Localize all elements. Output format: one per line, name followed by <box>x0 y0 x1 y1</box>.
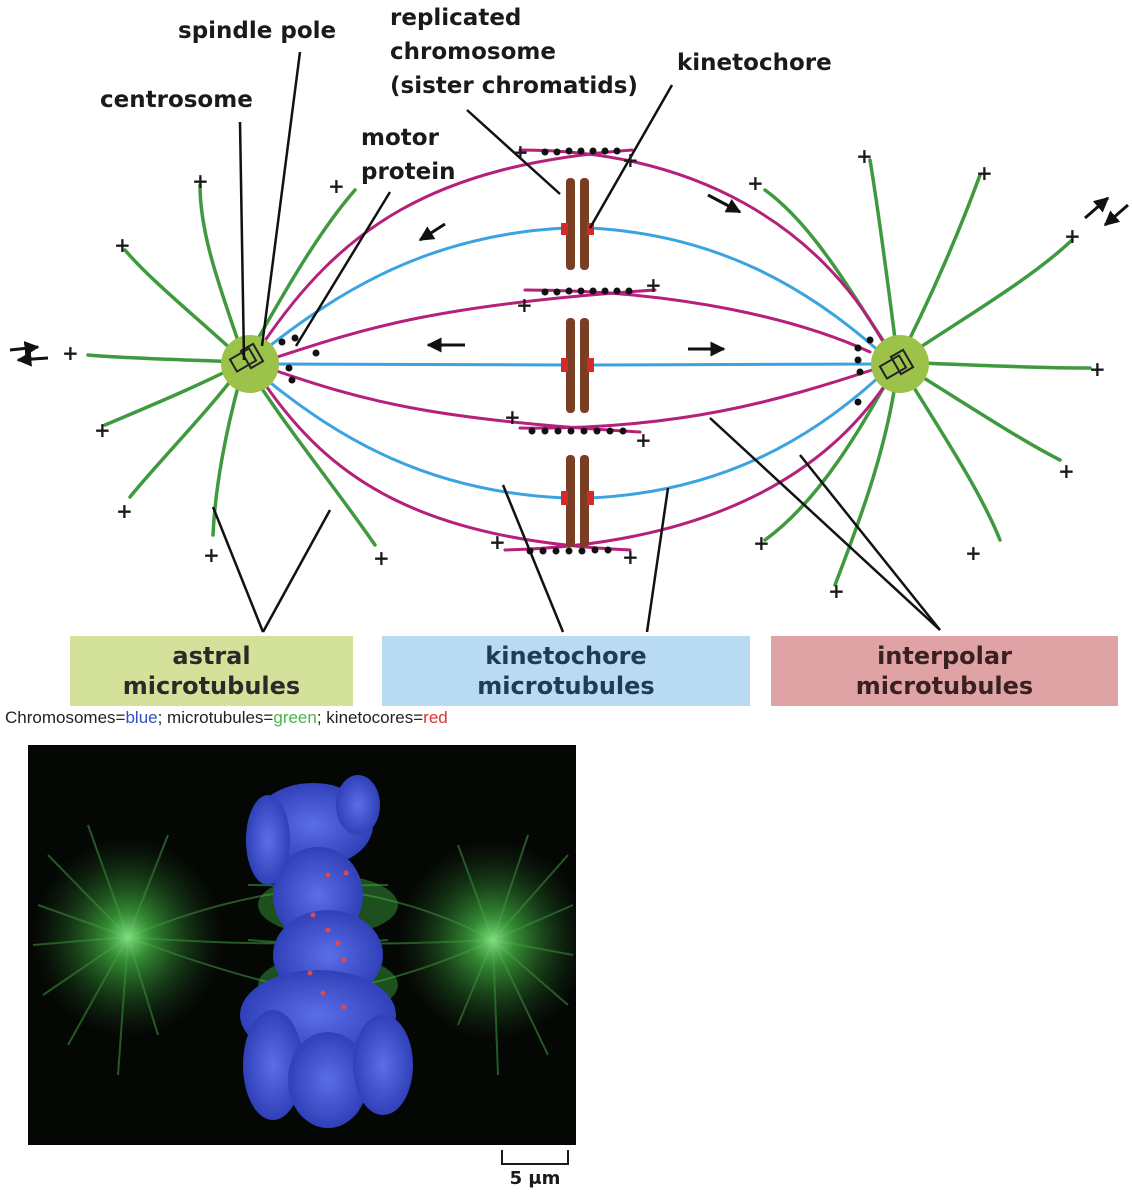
plus-sign: + <box>622 545 639 569</box>
label-kinetochore: kinetochore <box>677 50 832 76</box>
micrograph-aster-left <box>33 837 223 1037</box>
mitotic-spindle-diagram: + + + + + + + + + + + + + + + + + + + + … <box>9 5 1129 633</box>
kinetochore-box-line1: kinetochore <box>485 642 647 670</box>
plus-sign: + <box>192 169 209 193</box>
plus-sign: + <box>516 293 533 317</box>
label-motor-protein-line2: protein <box>361 159 455 185</box>
plus-sign: + <box>976 161 993 185</box>
plus-sign: + <box>114 233 131 257</box>
chromosome-middle <box>561 318 594 413</box>
label-replicated-chromosome-line2: chromosome <box>390 39 556 65</box>
micrograph-color-legend: Chromosomes=blue; microtubules=green; ki… <box>5 708 448 728</box>
scale-bar-label: 5 μm <box>509 1168 561 1189</box>
micrograph-kinetochores <box>307 870 349 1010</box>
label-centrosome: centrosome <box>100 87 253 113</box>
label-replicated-chromosome-line1: replicated <box>390 5 521 31</box>
plus-sign: + <box>328 174 345 198</box>
motor-proteins <box>278 147 874 555</box>
scale-bar <box>501 1150 569 1165</box>
chromosome-top <box>561 178 594 270</box>
interpolar-box-line2: microtubules <box>855 672 1034 700</box>
fluorescence-micrograph <box>28 745 576 1145</box>
centrosome-left <box>221 335 279 393</box>
plus-sign: + <box>856 144 873 168</box>
plus-sign: + <box>1089 357 1106 381</box>
plus-sign: + <box>828 579 845 603</box>
interpolar-box-line1: interpolar <box>877 642 1012 670</box>
astral-box-line2: microtubules <box>122 672 301 700</box>
legend-microtubules: ; microtubules= <box>157 708 274 727</box>
micrograph-chromosomes <box>240 775 413 1128</box>
centrosome-right <box>871 335 929 393</box>
plus-sign: + <box>1058 459 1075 483</box>
plus-sign: + <box>489 530 506 554</box>
legend-kinetocores-color: red <box>423 708 448 727</box>
legend-microtubules-color: green <box>273 708 317 727</box>
astral-box-line1: astral <box>172 642 251 670</box>
plus-sign: + <box>622 148 639 172</box>
kinetochore-microtubules-box: kinetochore microtubules <box>382 636 750 706</box>
plus-sign: + <box>965 541 982 565</box>
legend-chromosomes: Chromosomes= <box>5 708 126 727</box>
plus-sign: + <box>504 405 521 429</box>
plus-end-markers: + + + + + + + + + + + + + + + + + + + + … <box>62 140 1106 603</box>
plus-sign: + <box>1064 224 1081 248</box>
kinetochore-box-line2: microtubules <box>477 672 655 700</box>
plus-sign: + <box>203 543 220 567</box>
astral-microtubules-box: astral microtubules <box>70 636 353 706</box>
plus-sign: + <box>116 499 133 523</box>
direction-arrows <box>9 193 1129 367</box>
legend-chromosomes-color: blue <box>125 708 158 727</box>
plus-sign: + <box>512 140 529 164</box>
leader-lines <box>211 51 941 633</box>
chromosome-bottom <box>561 455 594 547</box>
interpolar-microtubules-box: interpolar microtubules <box>771 636 1118 706</box>
label-motor-protein-line1: motor <box>361 125 440 151</box>
micrograph-aster-right <box>398 840 576 1040</box>
label-spindle-pole: spindle pole <box>178 18 336 44</box>
plus-sign: + <box>373 546 390 570</box>
plus-sign: + <box>747 171 764 195</box>
kinetochore-microtubules <box>260 226 882 500</box>
plus-sign: + <box>94 418 111 442</box>
label-replicated-chromosome-line3: (sister chromatids) <box>390 73 638 99</box>
plus-sign: + <box>645 273 662 297</box>
plus-sign: + <box>635 428 652 452</box>
legend-kinetocores: ; kinetocores= <box>316 708 424 727</box>
plus-sign: + <box>753 531 770 555</box>
plus-sign: + <box>62 341 79 365</box>
chromosomes <box>561 178 594 547</box>
